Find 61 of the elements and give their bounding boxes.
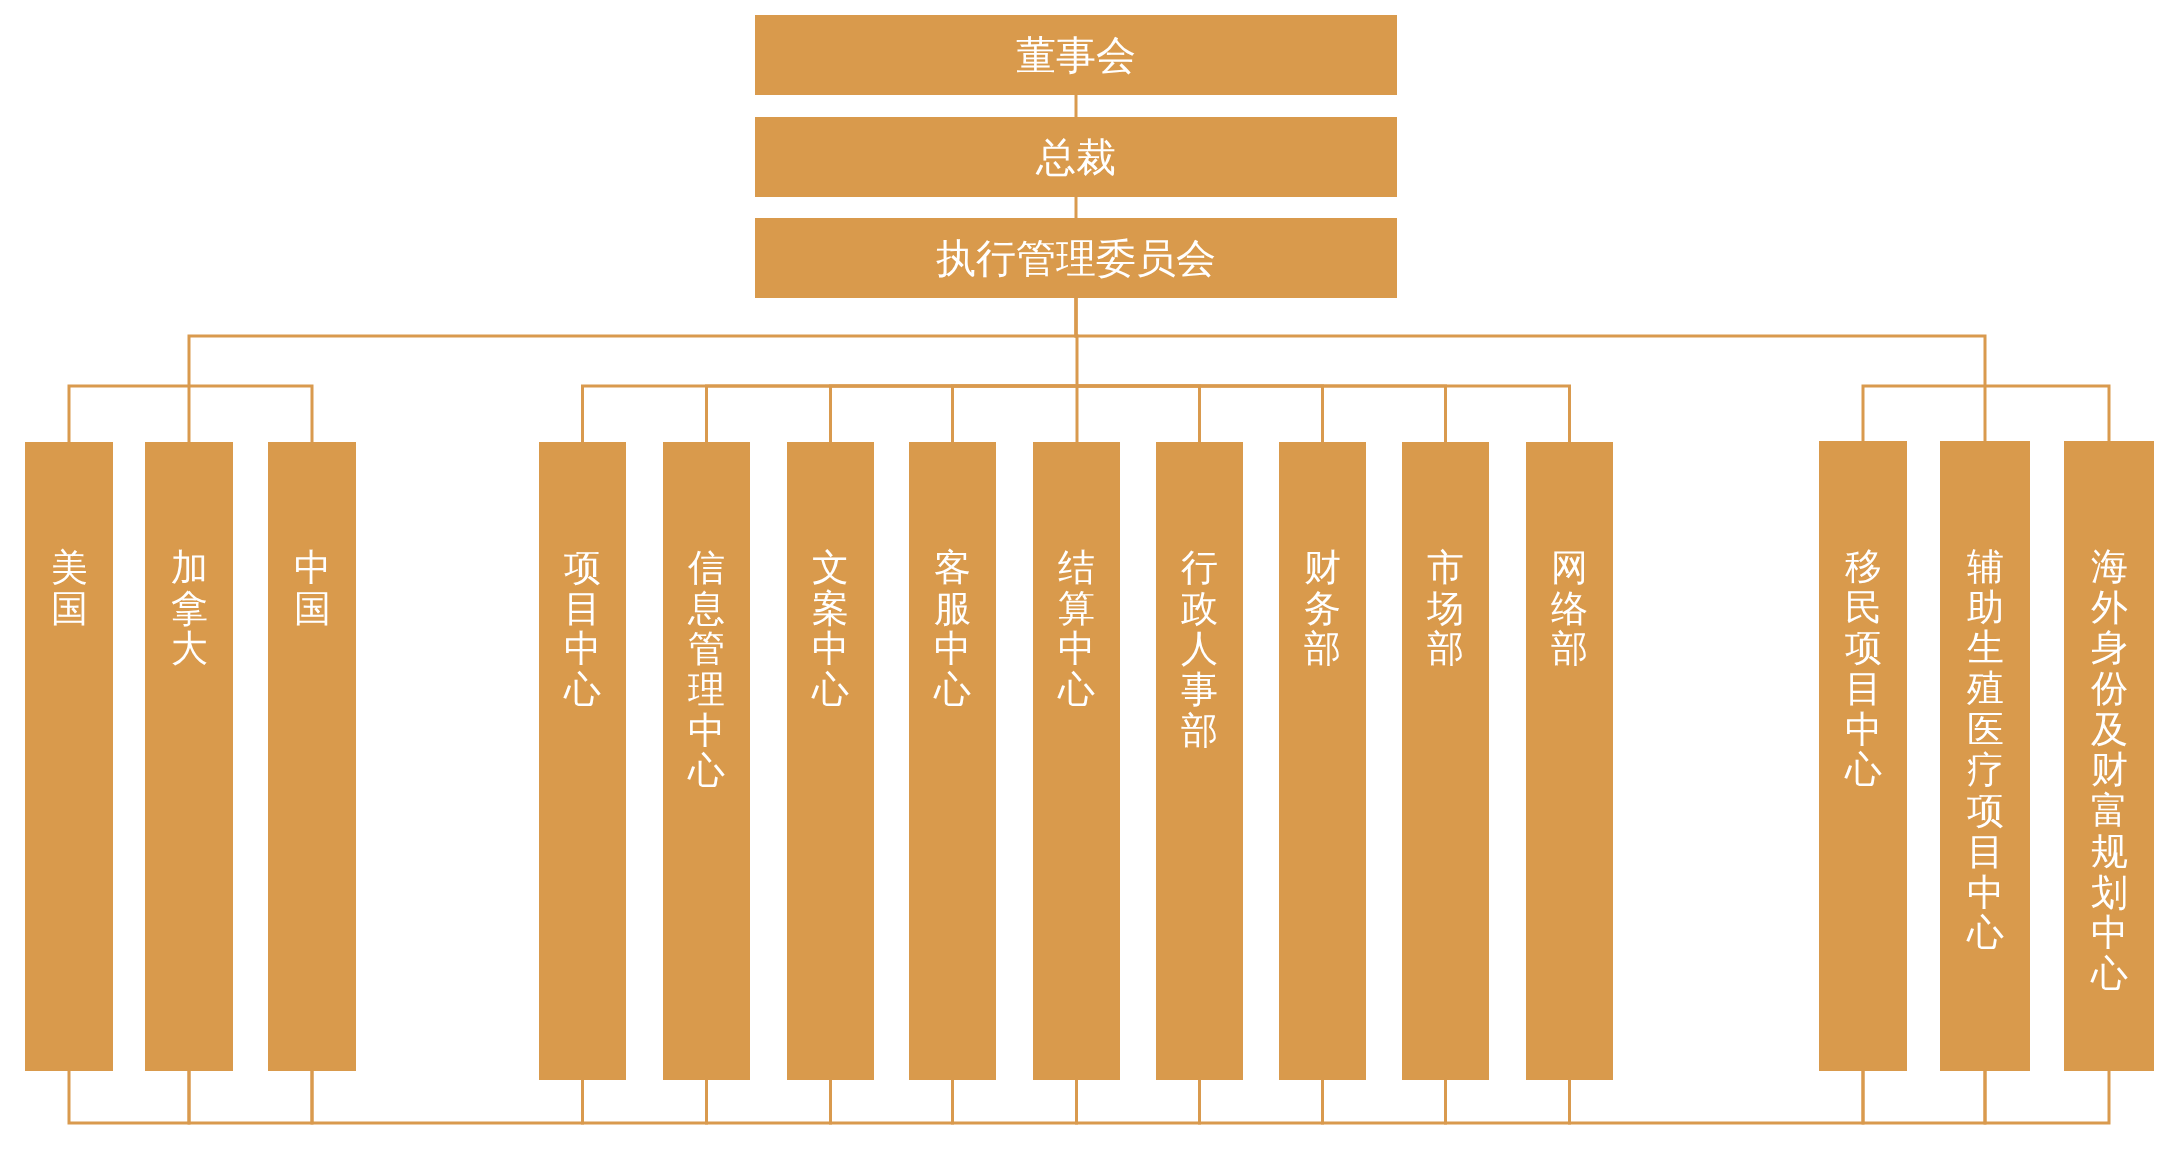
connector-line: [1198, 1080, 1324, 1125]
org-unit-box: [755, 218, 1397, 298]
unit-name: 总裁: [1036, 135, 1116, 179]
org-unit-box: [1033, 442, 1120, 1080]
unit-name: 财务部: [1304, 548, 1341, 671]
connector-line: [1075, 1080, 1201, 1125]
org-unit-box: [145, 442, 233, 1071]
connector-line: [1444, 1080, 1571, 1125]
connector-line: [67, 384, 189, 442]
connector-line: [1861, 384, 1985, 441]
unit-name: 中国: [293, 548, 331, 630]
org-unit-box: [268, 442, 356, 1071]
org-unit-box: [1940, 441, 2030, 1071]
org-unit-box: [787, 442, 874, 1080]
connector-line: [705, 1080, 832, 1125]
connector-line: [581, 1080, 708, 1125]
unit-name: 执行管理委员会: [936, 236, 1216, 280]
connector-line: [1983, 1071, 2111, 1125]
connector-line: [187, 386, 191, 442]
unit-name: 项目中心: [564, 548, 601, 711]
connector-line: [1074, 197, 1078, 218]
org-unit-box: [1156, 442, 1243, 1080]
connector-line: [1861, 1071, 1987, 1125]
connector-line: [1077, 384, 1571, 442]
unit-name: 客服中心: [934, 548, 971, 711]
connector-line: [1074, 95, 1078, 117]
org-unit-box: [755, 15, 1397, 95]
unit-name: 美国: [50, 548, 88, 630]
org-unit-box: [25, 442, 113, 1071]
org-unit-box: [539, 442, 626, 1080]
unit-name: 信息管理中心: [688, 548, 725, 793]
org-unit-box: [663, 442, 750, 1080]
unit-name: 辅助生殖医疗项目中心: [1966, 547, 2004, 954]
connector-line: [1074, 298, 1987, 386]
connector-line: [951, 1080, 1078, 1125]
unit-name: 移民项目中心: [1844, 547, 1882, 792]
connector-line: [310, 1071, 584, 1125]
unit-name: 市场部: [1427, 548, 1464, 671]
connector-line: [1985, 384, 2111, 441]
org-unit-box: [1402, 442, 1489, 1080]
connector-line: [1075, 386, 1079, 442]
unit-name: 董事会: [1016, 33, 1136, 77]
org-unit-box: [1279, 442, 1366, 1080]
unit-name: 结算中心: [1058, 548, 1095, 711]
unit-name: 网络部: [1551, 548, 1588, 671]
org-unit-box: [1819, 441, 1907, 1071]
connector-line: [187, 1071, 314, 1125]
org-unit-box: [1526, 442, 1613, 1080]
connector-line: [1983, 386, 1987, 441]
connector-line: [951, 384, 1077, 442]
org-unit-box: [909, 442, 996, 1080]
connector-line: [67, 1071, 191, 1125]
connector-line: [1321, 1080, 1447, 1125]
connector-line: [829, 1080, 954, 1125]
unit-name: 海外身份及财富规划中心: [2090, 547, 2128, 995]
org-unit-box: [755, 117, 1397, 197]
unit-name: 文案中心: [812, 548, 849, 711]
unit-name: 加拿大: [170, 548, 208, 671]
org-unit-box: [2064, 441, 2154, 1071]
unit-name: 行政人事部: [1181, 548, 1218, 752]
connector-line: [189, 384, 314, 442]
